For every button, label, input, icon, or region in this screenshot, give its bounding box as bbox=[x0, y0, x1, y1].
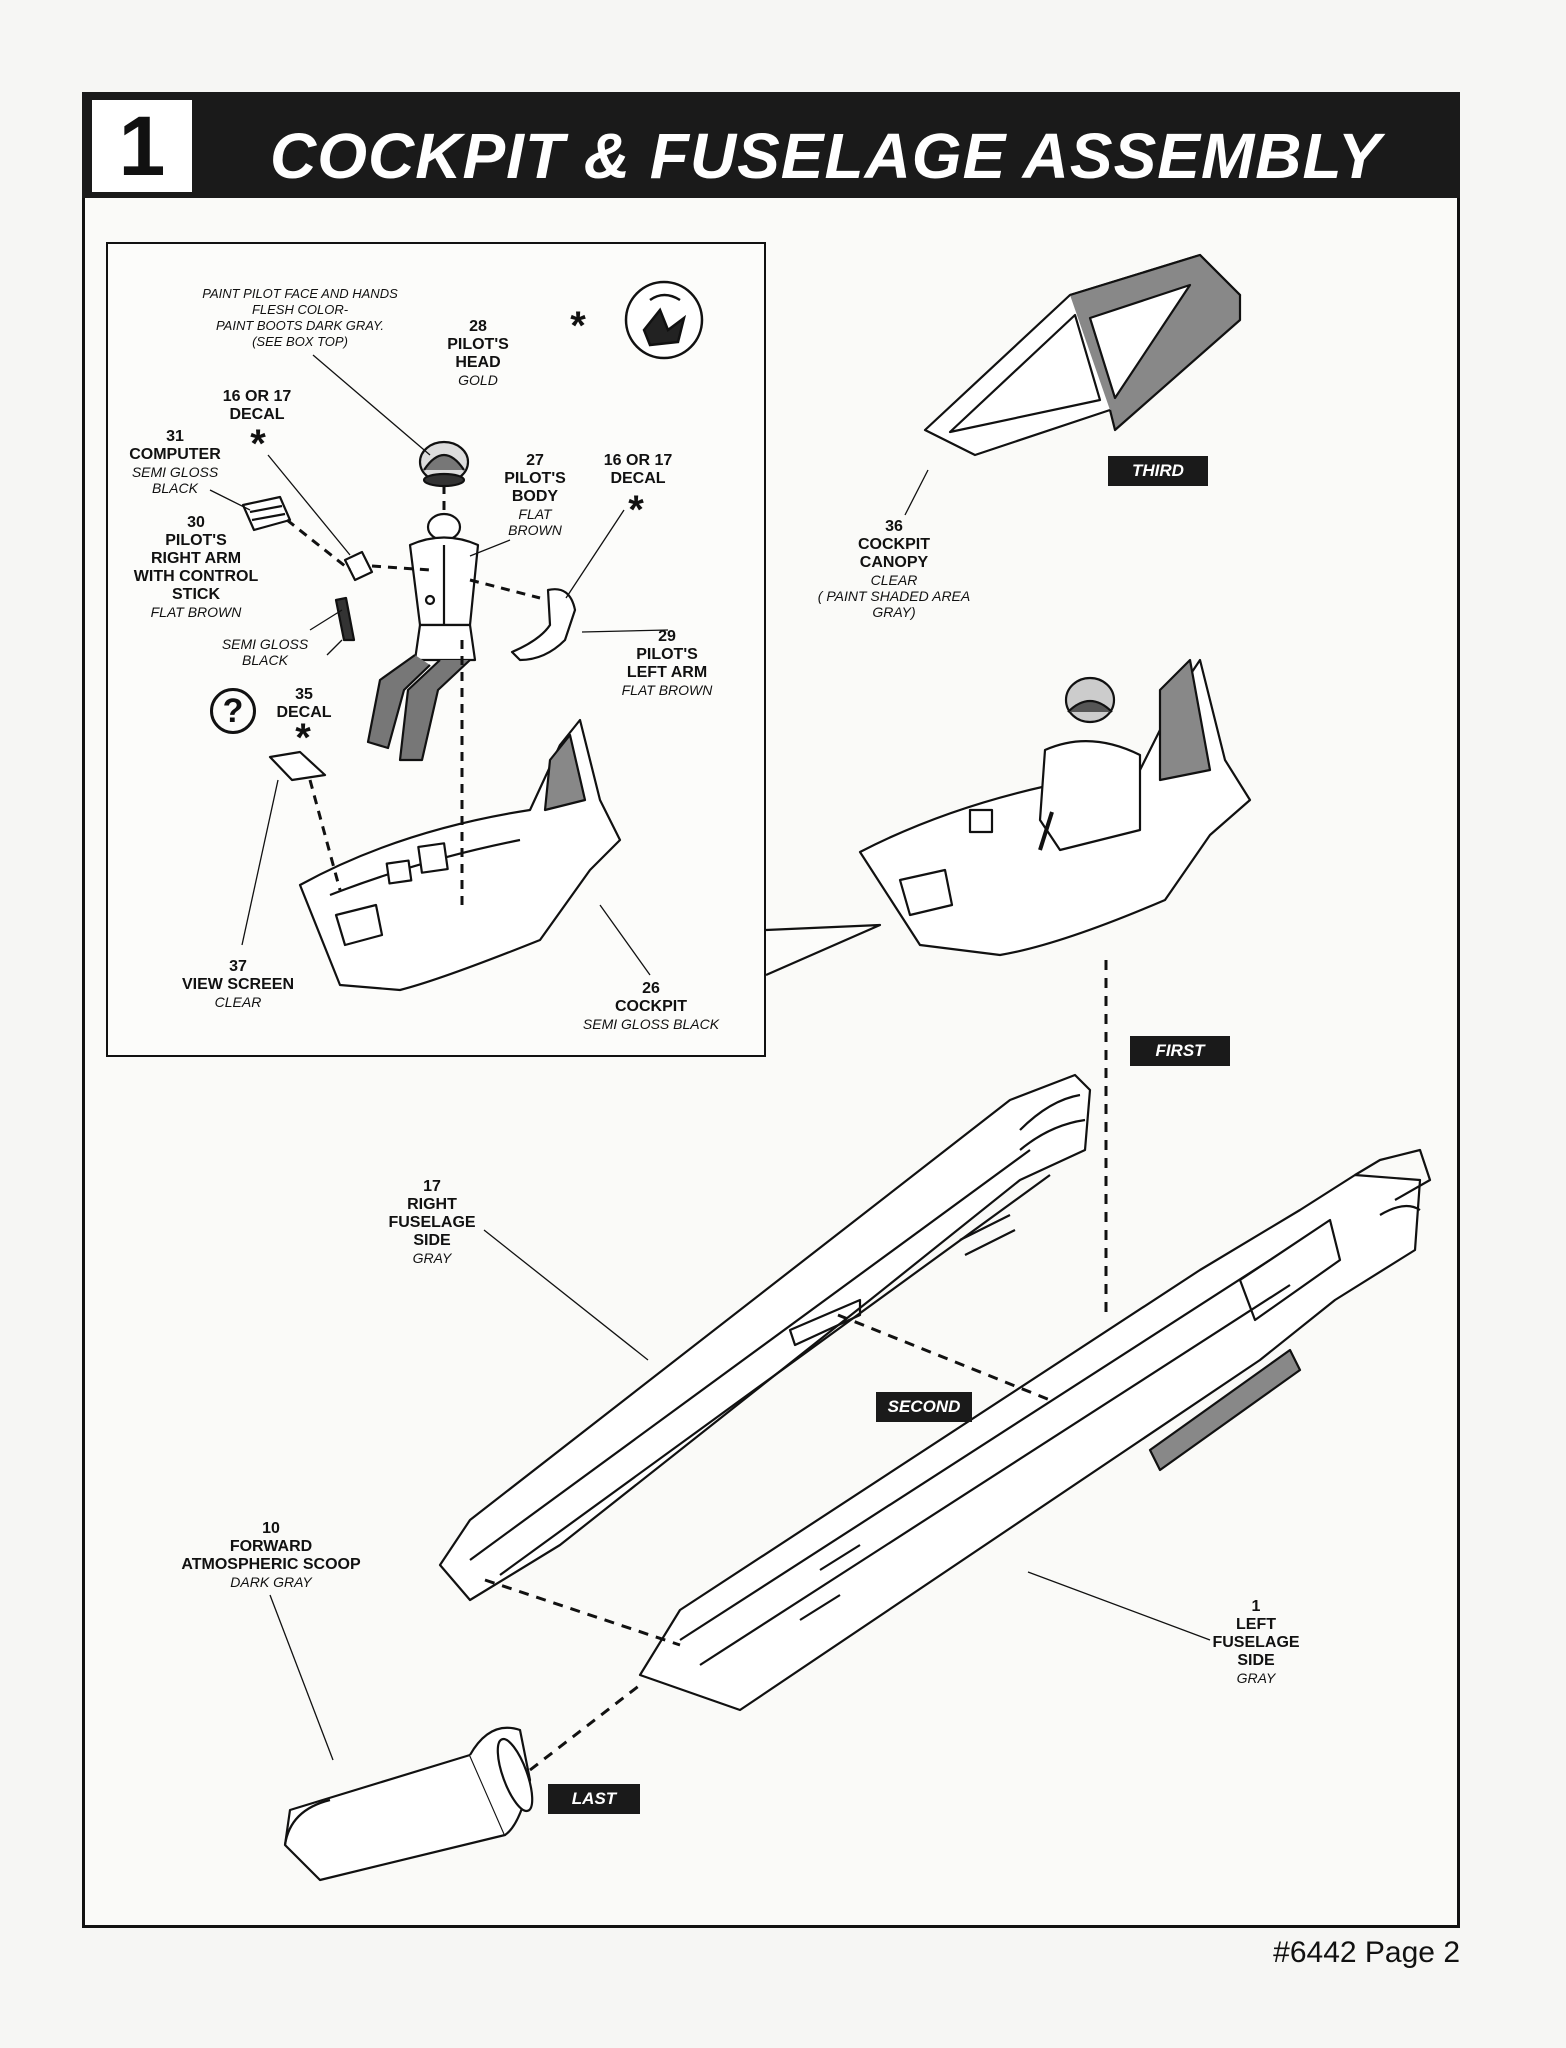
badge-last: LAST bbox=[548, 1784, 640, 1814]
label-pilot-head: 28 PILOT'S HEAD GOLD bbox=[447, 318, 509, 388]
label-pilot-left-arm: 29 PILOT'S LEFT ARM FLAT BROWN bbox=[621, 628, 713, 698]
decal-star-icon: * bbox=[570, 304, 586, 348]
label-cockpit: 26 COCKPIT SEMI GLOSS BLACK bbox=[582, 980, 720, 1032]
page-footer: #6442 Page 2 bbox=[1273, 1936, 1460, 1969]
label-decal-35: 35 DECAL bbox=[276, 686, 332, 721]
label-pilot-right-arm: 30 PILOT'S RIGHT ARM WITH CONTROL STICK … bbox=[133, 514, 259, 620]
right-fuselage-part bbox=[438, 1073, 1092, 1602]
forward-scoop-part bbox=[283, 1726, 534, 1882]
left-fuselage-part bbox=[638, 1148, 1432, 1712]
badge-second: SECOND bbox=[876, 1392, 972, 1422]
computer-part bbox=[241, 495, 292, 532]
pilot-right-arm-part bbox=[334, 550, 374, 642]
label-forward-scoop: 10 FORWARD ATMOSPHERIC SCOOP DARK GRAY bbox=[181, 1520, 361, 1590]
decal-35-part bbox=[268, 750, 327, 782]
pilot-left-arm-part bbox=[510, 588, 577, 662]
badge-third: THIRD bbox=[1108, 456, 1208, 486]
label-view-screen: 37 VIEW SCREEN CLEAR bbox=[181, 958, 295, 1010]
step-number: 1 bbox=[92, 100, 192, 192]
paint-note: PAINT PILOT FACE AND HANDS FLESH COLOR- … bbox=[202, 286, 398, 349]
decal-star-icon: * bbox=[628, 488, 644, 532]
question-mark-icon: ? bbox=[210, 688, 256, 734]
label-computer: 31 COMPUTER SEMI GLOSS BLACK bbox=[129, 428, 221, 496]
pilot-head-part bbox=[418, 440, 470, 488]
badge-first: FIRST bbox=[1130, 1036, 1230, 1066]
label-pilot-body: 27 PILOT'S BODY FLAT BROWN bbox=[504, 452, 566, 538]
step-header bbox=[82, 92, 1460, 198]
label-cockpit-canopy: 36 COCKPIT CANOPY CLEAR ( PAINT SHADED A… bbox=[817, 518, 971, 620]
label-stick-color: SEMI GLOSS BLACK bbox=[221, 636, 309, 668]
canopy-part bbox=[923, 253, 1242, 457]
label-left-fuselage: 1 LEFT FUSELAGE SIDE GRAY bbox=[1212, 1598, 1300, 1686]
inset-pointer bbox=[765, 923, 882, 977]
label-decal-16-17-right: 16 OR 17 DECAL bbox=[603, 452, 673, 487]
box-top-medallion bbox=[624, 280, 704, 360]
pilot-body-part bbox=[366, 512, 480, 762]
inset-cockpit-part bbox=[298, 718, 622, 992]
label-decal-16-17-left: 16 OR 17 DECAL bbox=[222, 388, 292, 423]
assembled-cockpit-part bbox=[858, 658, 1252, 957]
decal-star-icon: * bbox=[250, 422, 266, 466]
decal-star-icon: * bbox=[295, 716, 311, 760]
step-title: COCKPIT & FUSELAGE ASSEMBLY bbox=[270, 120, 1382, 192]
label-right-fuselage: 17 RIGHT FUSELAGE SIDE GRAY bbox=[388, 1178, 476, 1266]
